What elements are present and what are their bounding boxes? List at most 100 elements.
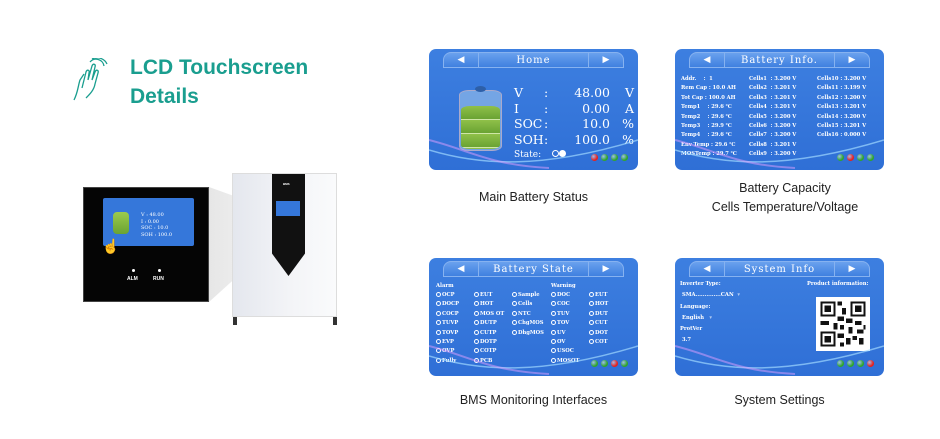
info-line: Cells15 : 3.201 V [817, 122, 866, 131]
next-arrow-button[interactable]: ▶ [602, 264, 610, 274]
mini-soc: 10.0 [157, 225, 169, 231]
indicator-circle-icon [474, 329, 479, 335]
prev-arrow-button[interactable]: ◀ [703, 264, 711, 274]
status-indicator: DOCP [436, 300, 459, 309]
indicator-circle-icon [512, 329, 517, 335]
indicator-label: DUT [595, 310, 608, 317]
indicator-label: NTC [518, 310, 531, 317]
status-leds [837, 360, 874, 367]
brand-label: BMS [283, 182, 290, 186]
green-led-icon [847, 360, 854, 367]
info-line: Cells12 : 3.200 V [817, 94, 866, 103]
indicator-label: Cells1 : 3.200 V [749, 76, 797, 82]
screen-header: ◀Battery Info.▶ [689, 52, 870, 68]
red-led-icon [591, 154, 598, 161]
run-led [158, 269, 161, 272]
indicator-label: Cells9 : 3.200 V [749, 151, 797, 158]
warning-label: Warning [551, 283, 576, 289]
indicator-circle-icon [551, 357, 556, 363]
red-led-icon [847, 154, 854, 161]
green-led-icon [857, 360, 864, 367]
indicator-label: Temp2 : 29.6 ℃ [681, 113, 732, 120]
indicator-label: OV [557, 339, 566, 346]
screen-title: Home [478, 53, 589, 67]
indicator-circle-icon [512, 320, 517, 326]
alm-led [132, 269, 135, 272]
indicator-label: EVP [442, 339, 454, 346]
indicator-label: ChgMOS [518, 320, 544, 327]
prev-arrow-button[interactable]: ◀ [703, 55, 711, 65]
mini-i: 0.00 [147, 218, 159, 225]
info-line: Temp1 : 29.6 ℃ [681, 103, 737, 112]
status-indicator: NTC [512, 310, 544, 319]
green-led-icon [601, 154, 608, 161]
indicator-circle-icon [512, 292, 517, 297]
state-on-icon [559, 150, 566, 157]
wave-decoration [675, 345, 884, 375]
green-led-icon [611, 154, 618, 161]
protver-value: 3.7 [682, 337, 692, 343]
touch-hand-icon [73, 58, 108, 101]
green-led-icon [621, 360, 628, 367]
status-indicator: DUTP [474, 319, 504, 328]
indicator-circle-icon [589, 310, 594, 316]
wave-decoration [429, 139, 638, 169]
battery-icon [113, 212, 129, 234]
system-info-screen: ◀System Info▶ Inverter Type: SMA........… [675, 258, 884, 376]
indicator-label: TOV [557, 320, 570, 327]
indicator-label: TOVP [442, 329, 459, 336]
state-off-icon [552, 150, 559, 157]
indicator-label: DOTP [480, 339, 497, 346]
status-leds [591, 360, 628, 367]
indicator-label: Cells12 : 3.200 V [817, 94, 867, 101]
info-line: Cells8 : 3.201 V [749, 141, 796, 150]
info-line: Addr. : 1 [681, 75, 737, 84]
inverter-type-select[interactable]: SMA..............CAN ▾ [682, 291, 740, 300]
status-indicator: DOT [589, 329, 608, 338]
status-indicator: EUT [589, 291, 608, 300]
info-line: Temp2 : 29.6 ℃ [681, 113, 737, 122]
title-line1: LCD Touchscreen [130, 56, 309, 79]
dropdown-arrow-icon: ▾ [709, 315, 713, 321]
status-leds [591, 154, 628, 161]
protver-label: ProtVer [680, 326, 703, 332]
language-select[interactable]: English ▾ [682, 314, 712, 323]
status-leds [837, 154, 874, 161]
info-line: Tot Cap : 100.0 AH [681, 94, 737, 103]
language-value: English [682, 315, 704, 321]
indicator-label: Temp3 : 29.9 ℃ [681, 123, 732, 130]
status-indicator: OCP [436, 291, 459, 300]
indicator-label: Cells8 : 3.201 V [749, 141, 797, 148]
next-arrow-button[interactable]: ▶ [848, 264, 856, 274]
status-indicator: HOT [474, 300, 504, 309]
indicator-circle-icon [589, 339, 594, 345]
value: 0.00 [582, 100, 610, 116]
prev-arrow-button[interactable]: ◀ [457, 264, 465, 274]
info-line: Temp4 : 29.6 ℃ [681, 131, 737, 140]
indicator-circle-icon [551, 320, 556, 326]
status-indicator: UV [551, 329, 579, 338]
next-arrow-button[interactable]: ▶ [602, 55, 610, 65]
indicator-label: CUT [595, 320, 608, 327]
status-indicator: COTP [474, 347, 504, 356]
info-line: Cells9 : 3.200 V [749, 150, 796, 159]
info-line: Cells4 : 3.201 V [749, 103, 796, 112]
status-indicator: DUT [589, 310, 608, 319]
info-line: Temp3 : 29.9 ℃ [681, 122, 737, 131]
green-led-icon [601, 360, 608, 367]
indicator-label: Rem Cap : 10.0 AH [681, 85, 736, 92]
state-label: State: [514, 150, 542, 160]
indicator-circle-icon [436, 339, 441, 345]
indicator-label: CUTP [480, 329, 497, 336]
cabinet-foot [333, 317, 337, 325]
status-indicator: COC [551, 300, 579, 309]
caption-system-settings: System Settings [734, 393, 825, 407]
prev-arrow-button[interactable]: ◀ [457, 55, 465, 65]
next-arrow-button[interactable]: ▶ [848, 55, 856, 65]
